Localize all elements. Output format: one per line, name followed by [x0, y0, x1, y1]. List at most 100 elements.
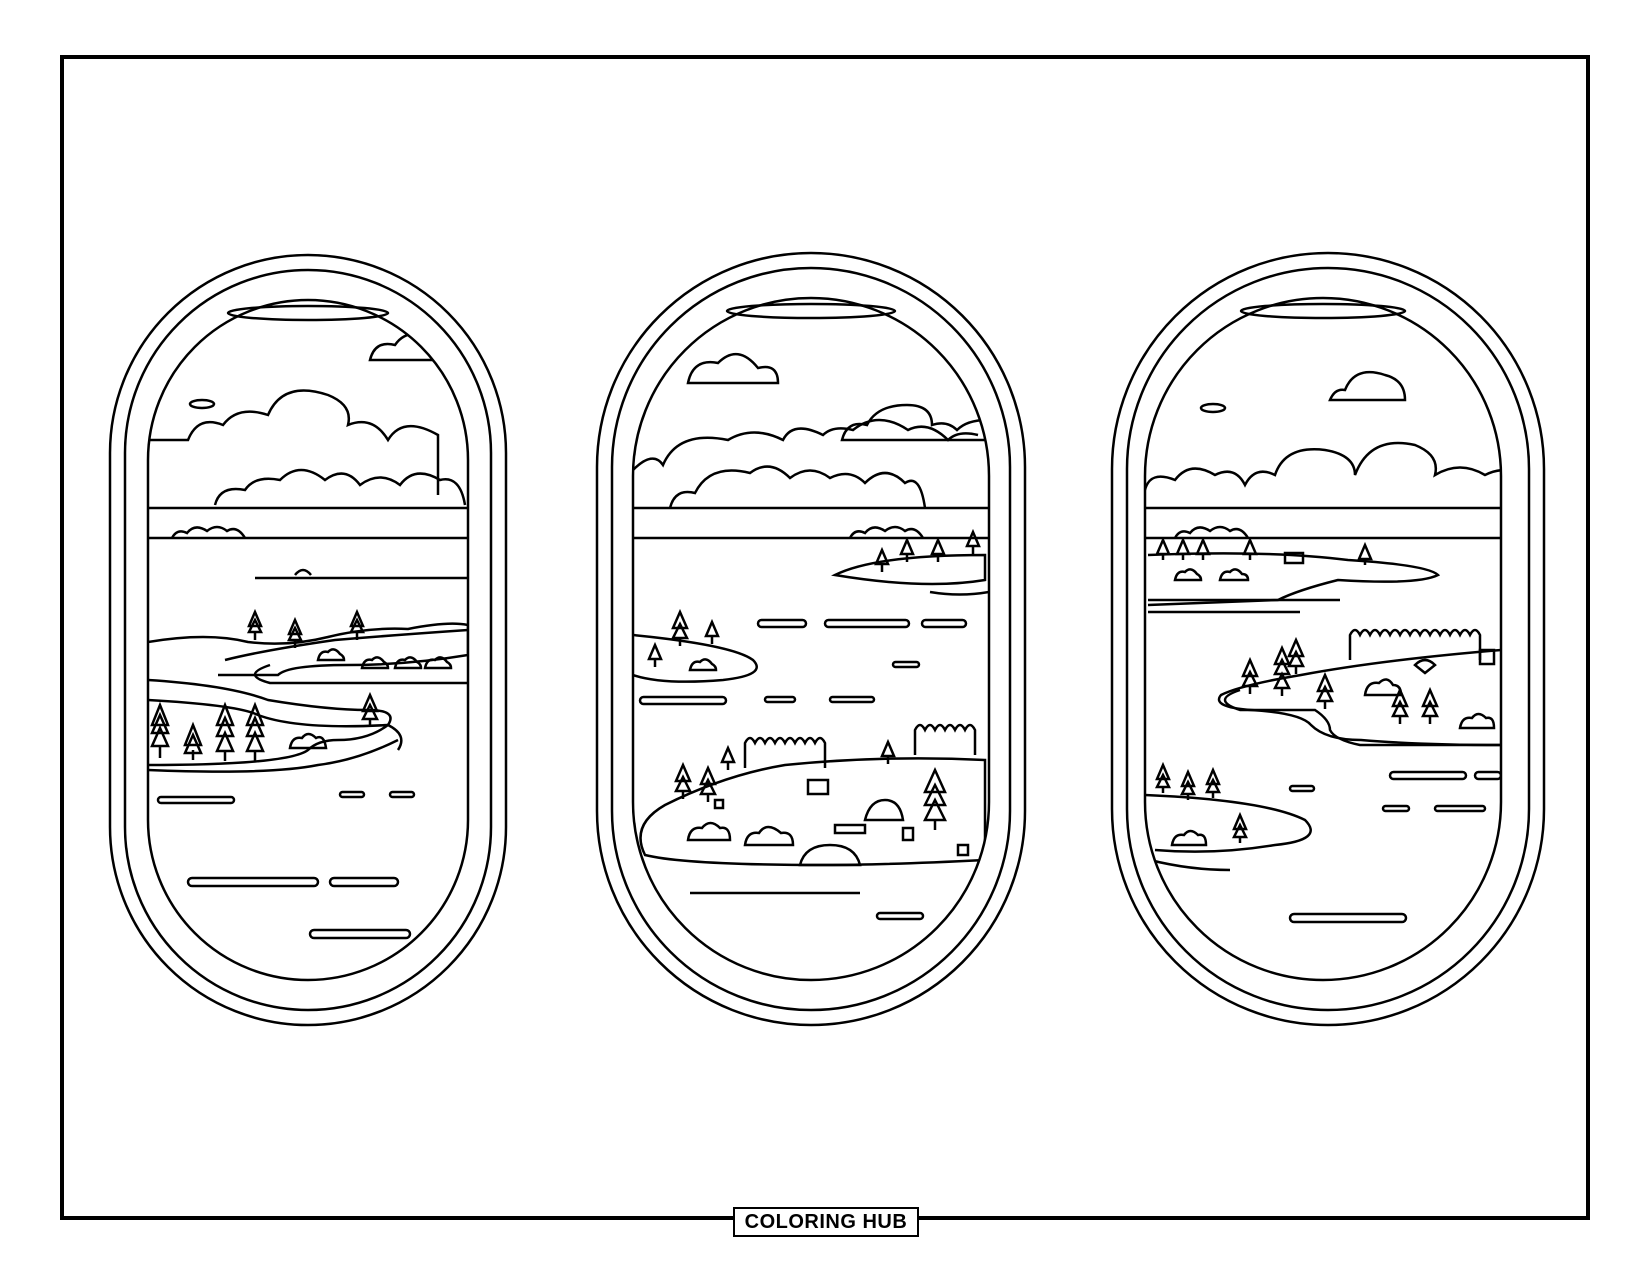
bush [1218, 568, 1250, 582]
tree [1195, 536, 1211, 560]
tree [1357, 541, 1373, 565]
tree [183, 721, 203, 760]
bush [688, 658, 718, 672]
brand-label: COLORING HUB [733, 1207, 919, 1237]
house [806, 778, 830, 796]
house [901, 826, 915, 842]
bush [686, 821, 732, 842]
window-left-mid-frame [123, 268, 493, 1012]
water-streak [156, 795, 236, 805]
water-streak [638, 695, 728, 706]
house [956, 843, 970, 857]
cloud [1145, 441, 1501, 491]
tree [673, 761, 693, 799]
island [633, 633, 758, 683]
island [639, 757, 987, 867]
river [1223, 688, 1501, 747]
water-streak [756, 618, 808, 629]
cloud [633, 418, 979, 471]
window-center [595, 251, 1027, 1027]
house [1283, 551, 1305, 565]
cloud [686, 353, 780, 385]
river [148, 698, 403, 751]
cloud [668, 465, 927, 509]
water-streak [763, 695, 797, 704]
water-streak [338, 790, 366, 799]
cloud-small [1199, 402, 1227, 414]
tree [360, 691, 380, 727]
water-streak [328, 876, 400, 888]
island [1147, 552, 1441, 607]
island [830, 553, 987, 586]
water-streak [891, 660, 921, 669]
water-streak [1288, 912, 1408, 924]
water-streak [1473, 770, 1501, 781]
tree [215, 701, 235, 761]
window-right-mid-frame [1125, 266, 1531, 1012]
tree [1154, 761, 1172, 793]
tree [899, 536, 915, 562]
water-streak [828, 695, 876, 704]
tree [874, 546, 890, 572]
bush [1458, 712, 1496, 730]
cloud [213, 468, 467, 506]
distant-island [1173, 525, 1250, 539]
tree [1272, 644, 1292, 696]
house [1478, 648, 1496, 666]
bush [360, 656, 390, 670]
water-streak [920, 618, 968, 629]
tree [1390, 686, 1410, 724]
tree-row [743, 736, 827, 768]
window-center-outer-frame [595, 251, 1027, 1027]
tree [150, 701, 170, 758]
distant-island [848, 525, 925, 539]
cloud-small [188, 398, 216, 410]
river [1149, 858, 1231, 872]
water-streak [823, 618, 911, 629]
water-streak [1388, 770, 1468, 781]
bush [316, 648, 346, 662]
tree [698, 764, 718, 802]
window-left [108, 253, 508, 1027]
tree [1175, 536, 1191, 560]
tree-row [913, 723, 977, 755]
tree [647, 641, 663, 667]
window-right-outer-frame [1110, 251, 1546, 1027]
distant-island [170, 525, 247, 539]
tree [246, 608, 264, 640]
bush [1170, 829, 1208, 847]
bush [1413, 658, 1437, 675]
tree [880, 738, 896, 764]
tree [922, 766, 948, 830]
island [1217, 648, 1501, 747]
tree [1155, 536, 1171, 560]
bush [743, 825, 795, 847]
water-streak [875, 911, 925, 921]
bush [863, 798, 905, 822]
land-strip [224, 628, 468, 662]
window-center-inner-frame [631, 296, 991, 982]
window-left-shade [226, 304, 390, 322]
tree [1231, 811, 1249, 843]
tree [245, 701, 265, 761]
tree [1179, 768, 1197, 800]
window-center-mid-frame [610, 266, 1012, 1012]
cloud [148, 389, 440, 495]
bush [288, 732, 328, 750]
tree [1315, 671, 1335, 709]
land-strip [148, 622, 468, 677]
bush [393, 656, 423, 670]
tree [1242, 536, 1258, 560]
tree [704, 618, 720, 644]
house [713, 798, 725, 810]
tree [965, 528, 981, 554]
window-right [1110, 251, 1546, 1027]
water-streak [186, 876, 320, 888]
tree [1240, 656, 1260, 694]
water-streak [1288, 784, 1316, 793]
tree [1286, 636, 1306, 674]
window-right-shade [1239, 302, 1407, 320]
tree [670, 608, 690, 646]
tree [348, 608, 366, 640]
